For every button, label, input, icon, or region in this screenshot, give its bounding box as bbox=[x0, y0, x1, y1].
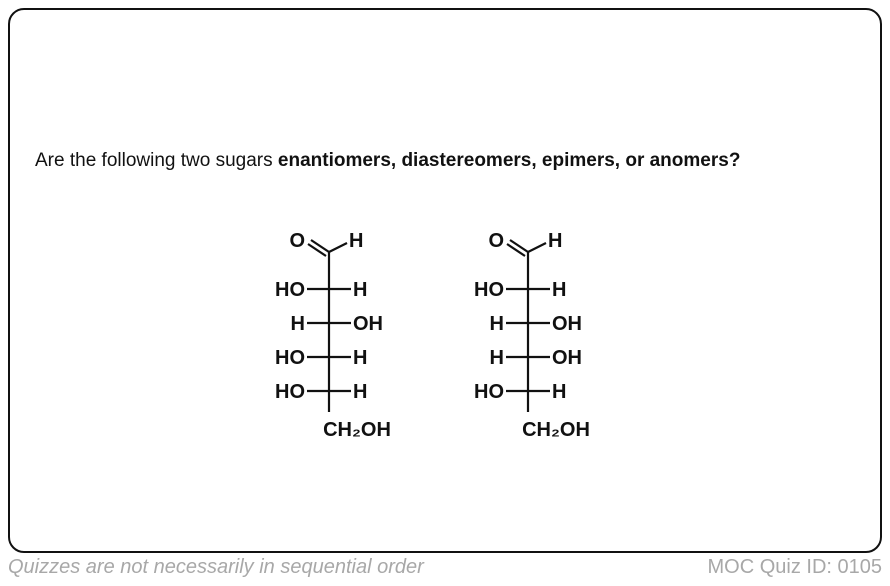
aldehyde-hydrogen: H bbox=[548, 230, 562, 252]
aldehyde-h-bond bbox=[328, 242, 348, 253]
question-emphasis: enantiomers, diastereomers, epimers, or … bbox=[277, 150, 741, 171]
carbonyl-bond bbox=[509, 239, 529, 253]
left-substituent: HO bbox=[474, 279, 504, 301]
carbonyl-oxygen: O bbox=[488, 230, 504, 252]
footer-note: Quizzes are not necessarily in sequentia… bbox=[8, 556, 424, 578]
carbonyl-double-bond bbox=[307, 243, 327, 257]
right-substituent: H bbox=[353, 347, 367, 369]
aldehyde-hydrogen: H bbox=[349, 230, 363, 252]
left-substituent: H bbox=[291, 313, 305, 335]
right-substituent: H bbox=[353, 279, 367, 301]
right-substituent: H bbox=[552, 381, 566, 403]
right-substituent: OH bbox=[552, 347, 582, 369]
left-substituent: HO bbox=[474, 381, 504, 403]
quiz-id: MOC Quiz ID: 0105 bbox=[707, 556, 882, 578]
quiz-card bbox=[8, 8, 882, 553]
right-substituent: OH bbox=[353, 313, 383, 335]
left-substituent: H bbox=[490, 347, 504, 369]
right-substituent: OH bbox=[552, 313, 582, 335]
left-substituent: HO bbox=[275, 347, 305, 369]
question-prefix: Are the following two sugars bbox=[35, 150, 278, 171]
left-substituent: H bbox=[490, 313, 504, 335]
aldehyde-h-bond bbox=[527, 242, 547, 253]
carbonyl-oxygen: O bbox=[289, 230, 305, 252]
carbonyl-bond bbox=[310, 239, 330, 253]
left-substituent: HO bbox=[275, 381, 305, 403]
right-substituent: H bbox=[353, 381, 367, 403]
terminal-group: CH₂OH bbox=[522, 419, 590, 441]
right-substituent: H bbox=[552, 279, 566, 301]
question-text: Are the following two sugars enantiomers… bbox=[35, 150, 740, 172]
left-substituent: HO bbox=[275, 279, 305, 301]
terminal-group: CH₂OH bbox=[323, 419, 391, 441]
carbonyl-double-bond bbox=[506, 243, 526, 257]
